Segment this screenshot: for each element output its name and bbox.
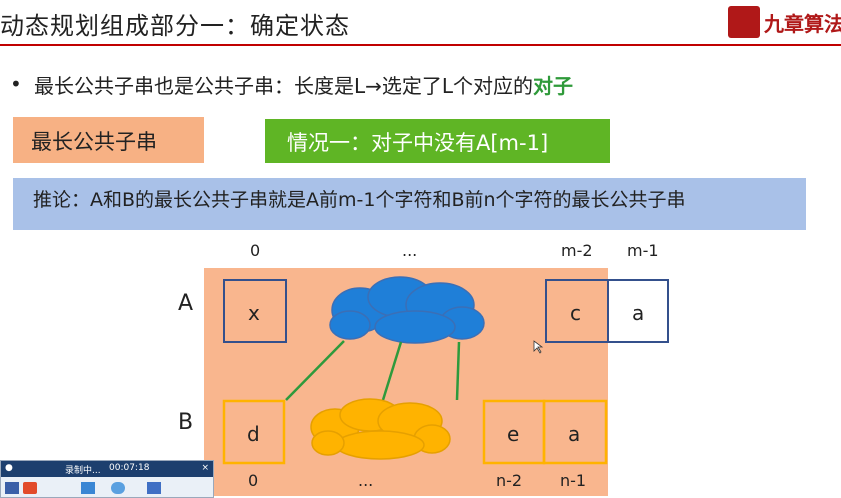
blue-cloud-icon: [329, 276, 485, 344]
recorder-status: 录制中...: [65, 466, 101, 476]
longest-common-substring-box: 最长公共子串: [13, 117, 204, 163]
orange-box-label: 最长公共子串: [31, 130, 157, 154]
top-index-ellipsis: ...: [402, 241, 418, 260]
diagram-canvas: [204, 268, 669, 496]
mouse-cursor-icon: [533, 340, 544, 354]
blue-box-label: 推论：A和B的最长公共子串就是A前m-1个字符和B前n个字符的最长公共子串: [33, 189, 686, 211]
page-title: 动态规划组成部分一：确定状态: [0, 12, 350, 40]
cell-b-a: [542, 399, 608, 465]
recorder-close-button[interactable]: ×: [201, 463, 209, 473]
cell-b-a-text: a: [568, 422, 581, 446]
recorder-time: 00:07:18: [109, 463, 150, 473]
cell-a-a-text: a: [632, 301, 645, 325]
bullet-icon: •: [10, 72, 22, 96]
bottom-index-n-1: n-1: [560, 471, 587, 490]
screen-recorder-widget[interactable]: ● 录制中... 00:07:18 ×: [0, 460, 214, 498]
match-line-3: [455, 341, 461, 401]
recorder-icon: ●: [5, 463, 13, 473]
capture-icon[interactable]: [81, 482, 95, 494]
cell-a-x-text: x: [248, 301, 260, 325]
stop-icon[interactable]: [23, 482, 37, 494]
green-box-label: 情况一：对子中没有A[m-1]: [287, 131, 549, 155]
recorder-menu-icon[interactable]: [5, 482, 19, 494]
match-line-2: [381, 341, 403, 401]
row-label-b: B: [178, 410, 194, 435]
bottom-index-n-2: n-2: [496, 471, 523, 490]
case-one-box: 情况一：对子中没有A[m-1]: [265, 119, 610, 163]
pen-icon[interactable]: [147, 482, 161, 494]
cell-a-c-text: c: [570, 301, 581, 325]
bottom-index-0: 0: [248, 471, 259, 490]
orange-cloud-icon: [310, 398, 451, 460]
bullet-text-highlight: 对子: [533, 74, 574, 98]
row-label-a: A: [178, 291, 194, 316]
top-index-m-2: m-2: [561, 241, 593, 260]
string-diagram: 0 ... m-2 m-1: [0, 235, 841, 496]
seal-icon: [728, 6, 760, 38]
match-line-1: [285, 340, 345, 401]
bullet-text-main: 最长公共子串也是公共子串：长度是L→选定了L个对应的: [34, 74, 534, 98]
cell-b-d: [222, 399, 286, 465]
cell-b-e-text: e: [507, 422, 520, 446]
recorder-titlebar[interactable]: ● 录制中... 00:07:18 ×: [1, 461, 213, 477]
top-index-m-1: m-1: [627, 241, 659, 260]
bottom-index-ellipsis: ...: [358, 471, 374, 490]
cell-b-d-text: d: [247, 422, 260, 446]
brand-logo: 九章算法: [720, 2, 841, 42]
top-index-0: 0: [250, 241, 261, 260]
cell-a-a: [607, 279, 669, 343]
logo-text: 九章算法: [764, 12, 841, 36]
title-divider: [0, 44, 841, 46]
cell-a-x: [223, 279, 287, 343]
zoom-icon[interactable]: [111, 482, 125, 494]
inference-box: 推论：A和B的最长公共子串就是A前m-1个字符和B前n个字符的最长公共子串: [13, 178, 806, 230]
bullet-text: 最长公共子串也是公共子串：长度是L→选定了L个对应的对子: [34, 70, 573, 99]
